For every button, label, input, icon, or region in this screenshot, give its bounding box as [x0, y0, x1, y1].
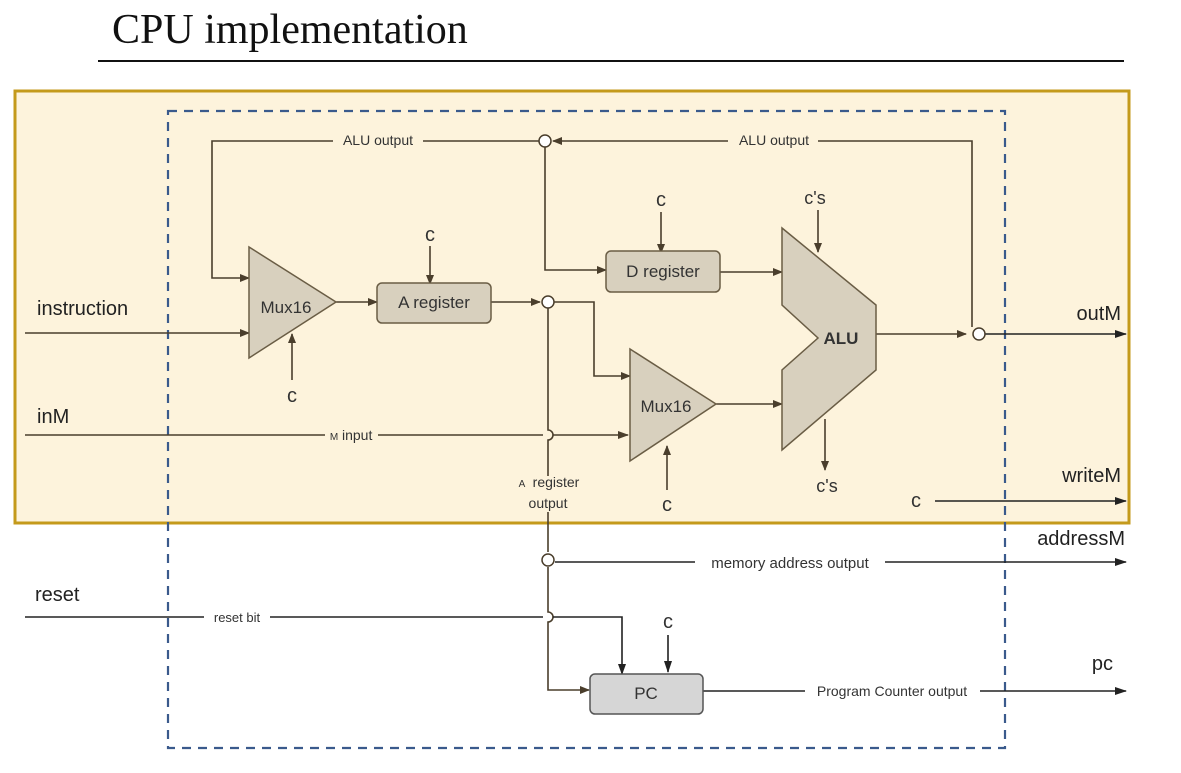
a-register-box — [376, 282, 492, 324]
outm-output-label: outM — [1077, 303, 1121, 325]
pc-label: PC — [634, 684, 658, 703]
alu-label: ALU — [824, 329, 859, 348]
c-d-register-label: c — [656, 189, 666, 211]
mux16-m-label: Mux16 — [640, 397, 691, 416]
a-register-output-line1: register — [533, 474, 580, 490]
mux16-m-shape — [629, 347, 718, 463]
c-mux16-a-label: c — [287, 385, 297, 407]
reset-arrowhead — [618, 664, 626, 675]
alu-output-left-label: ALU output — [343, 132, 413, 148]
alu-output-left-mask — [333, 131, 423, 149]
cs-alu-out-label: c's — [816, 476, 837, 496]
a-register-output-small-label: A — [519, 479, 526, 490]
instruction-input-label: instruction — [37, 298, 128, 320]
junction-outm — [972, 327, 986, 341]
reset-bit-label: reset bit — [214, 610, 261, 625]
c-a-register-label: c — [425, 224, 435, 246]
c-mux16-m-label: c — [662, 494, 672, 516]
pc-box — [589, 673, 704, 715]
highlight-region — [13, 89, 1131, 525]
mux16-a-label: Mux16 — [260, 298, 311, 317]
alu-output-right-label: ALU output — [739, 132, 809, 148]
c-pc-label: c — [663, 611, 673, 633]
inm-input-label: inM — [37, 406, 69, 428]
reset-wire — [25, 616, 623, 674]
a-register-label: A register — [398, 293, 470, 312]
alu-output-right-mask — [728, 131, 818, 149]
alu-to-d-register-wire — [544, 147, 607, 274]
mux16-a-shape — [248, 245, 338, 360]
inm-arrowhead — [618, 431, 629, 439]
writem-output-label: writeM — [1061, 465, 1121, 487]
d-register-box — [605, 250, 721, 293]
pc-output-label: pc — [1092, 653, 1113, 675]
reset-input-label: reset — [35, 584, 80, 606]
memory-address-output-label: memory address output — [711, 555, 869, 572]
a-register-output-line2: output — [529, 495, 568, 511]
page-title: CPU implementation — [112, 7, 468, 53]
junction-alu-top — [538, 134, 552, 148]
m-input-label: input — [342, 427, 372, 443]
alu-output-feedback-wire — [552, 137, 973, 327]
alu-shape — [781, 226, 877, 452]
cpu-chip-boundary — [166, 109, 1007, 750]
cs-alu-in-label: c's — [804, 188, 825, 208]
m-input-small-label: M — [330, 432, 338, 443]
program-counter-output-label: Program Counter output — [817, 683, 967, 699]
d-register-label: D register — [626, 262, 700, 281]
addressm-output-label: addressM — [1037, 528, 1125, 550]
junction-address — [541, 553, 555, 567]
node-to-mux-m-wire — [554, 301, 631, 380]
c-writem-label: c — [911, 490, 921, 512]
a-register-output-wire — [547, 308, 554, 476]
junction-a-register — [541, 295, 555, 309]
a-register-to-pc-wire — [547, 567, 590, 694]
